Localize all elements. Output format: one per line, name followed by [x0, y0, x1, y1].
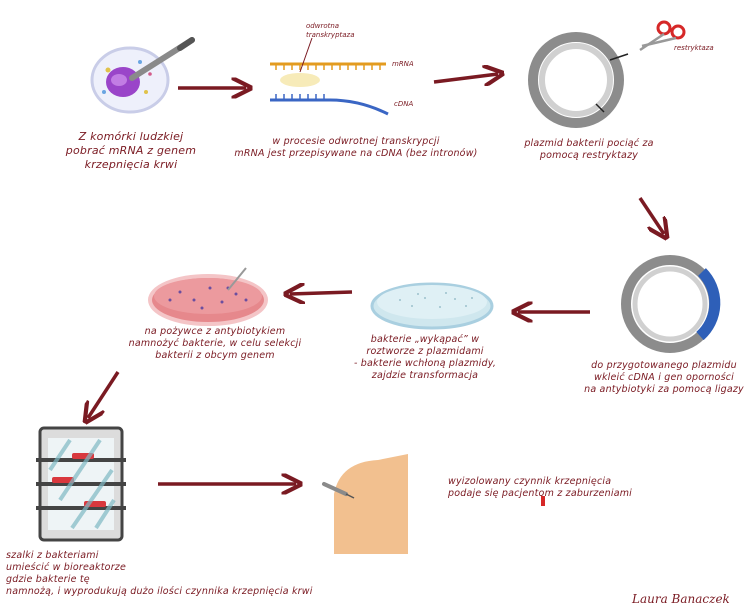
transcriptase-label: odwrotna transkryptaza	[306, 22, 355, 39]
reverse-transcription-icon	[270, 37, 389, 116]
restriktaza-label: restryktaza	[674, 44, 714, 52]
arrow-2	[433, 74, 498, 82]
highlight-mark	[541, 496, 545, 506]
plasmid-cut-icon	[528, 32, 629, 128]
step-1-caption: Z komórki ludzkiej pobrać mRNA z genem k…	[65, 130, 197, 171]
step-3-caption: plazmid bakterii pociąć za pomocą restry…	[524, 138, 654, 161]
patient-arm-icon	[322, 454, 408, 554]
human-cell-icon	[90, 37, 195, 114]
step-2-caption: w procesie odwrotnej transkrypcji mRNA j…	[234, 136, 478, 159]
recombinant-plasmid-icon	[621, 255, 721, 353]
step-5-caption: bakterie „wykąpać” w roztworze z plazmid…	[353, 334, 497, 381]
step-7-caption: szalki z bakteriami umieścić w bioreakto…	[6, 550, 313, 597]
arrow-5	[290, 292, 353, 294]
blue-dish-icon	[370, 282, 494, 330]
author-signature: Laura Banaczek	[632, 592, 730, 606]
step-8-caption: wyizolowany czynnik krzepnięcia podaje s…	[448, 476, 633, 499]
arrow-3	[638, 197, 664, 234]
red-dish-icon	[148, 267, 268, 326]
step-4-caption: do przygotowanego plazmidu wkleić cDNA i…	[584, 360, 744, 395]
bioreactor-icon	[36, 426, 126, 542]
step-6-caption: na pożywce z antybiotykiem namnożyć bakt…	[128, 326, 302, 361]
scissors-icon	[639, 20, 686, 52]
arrow-6	[88, 371, 120, 418]
mrna-label: mRNA	[392, 60, 414, 68]
cdna-label: cDNA	[394, 100, 414, 108]
